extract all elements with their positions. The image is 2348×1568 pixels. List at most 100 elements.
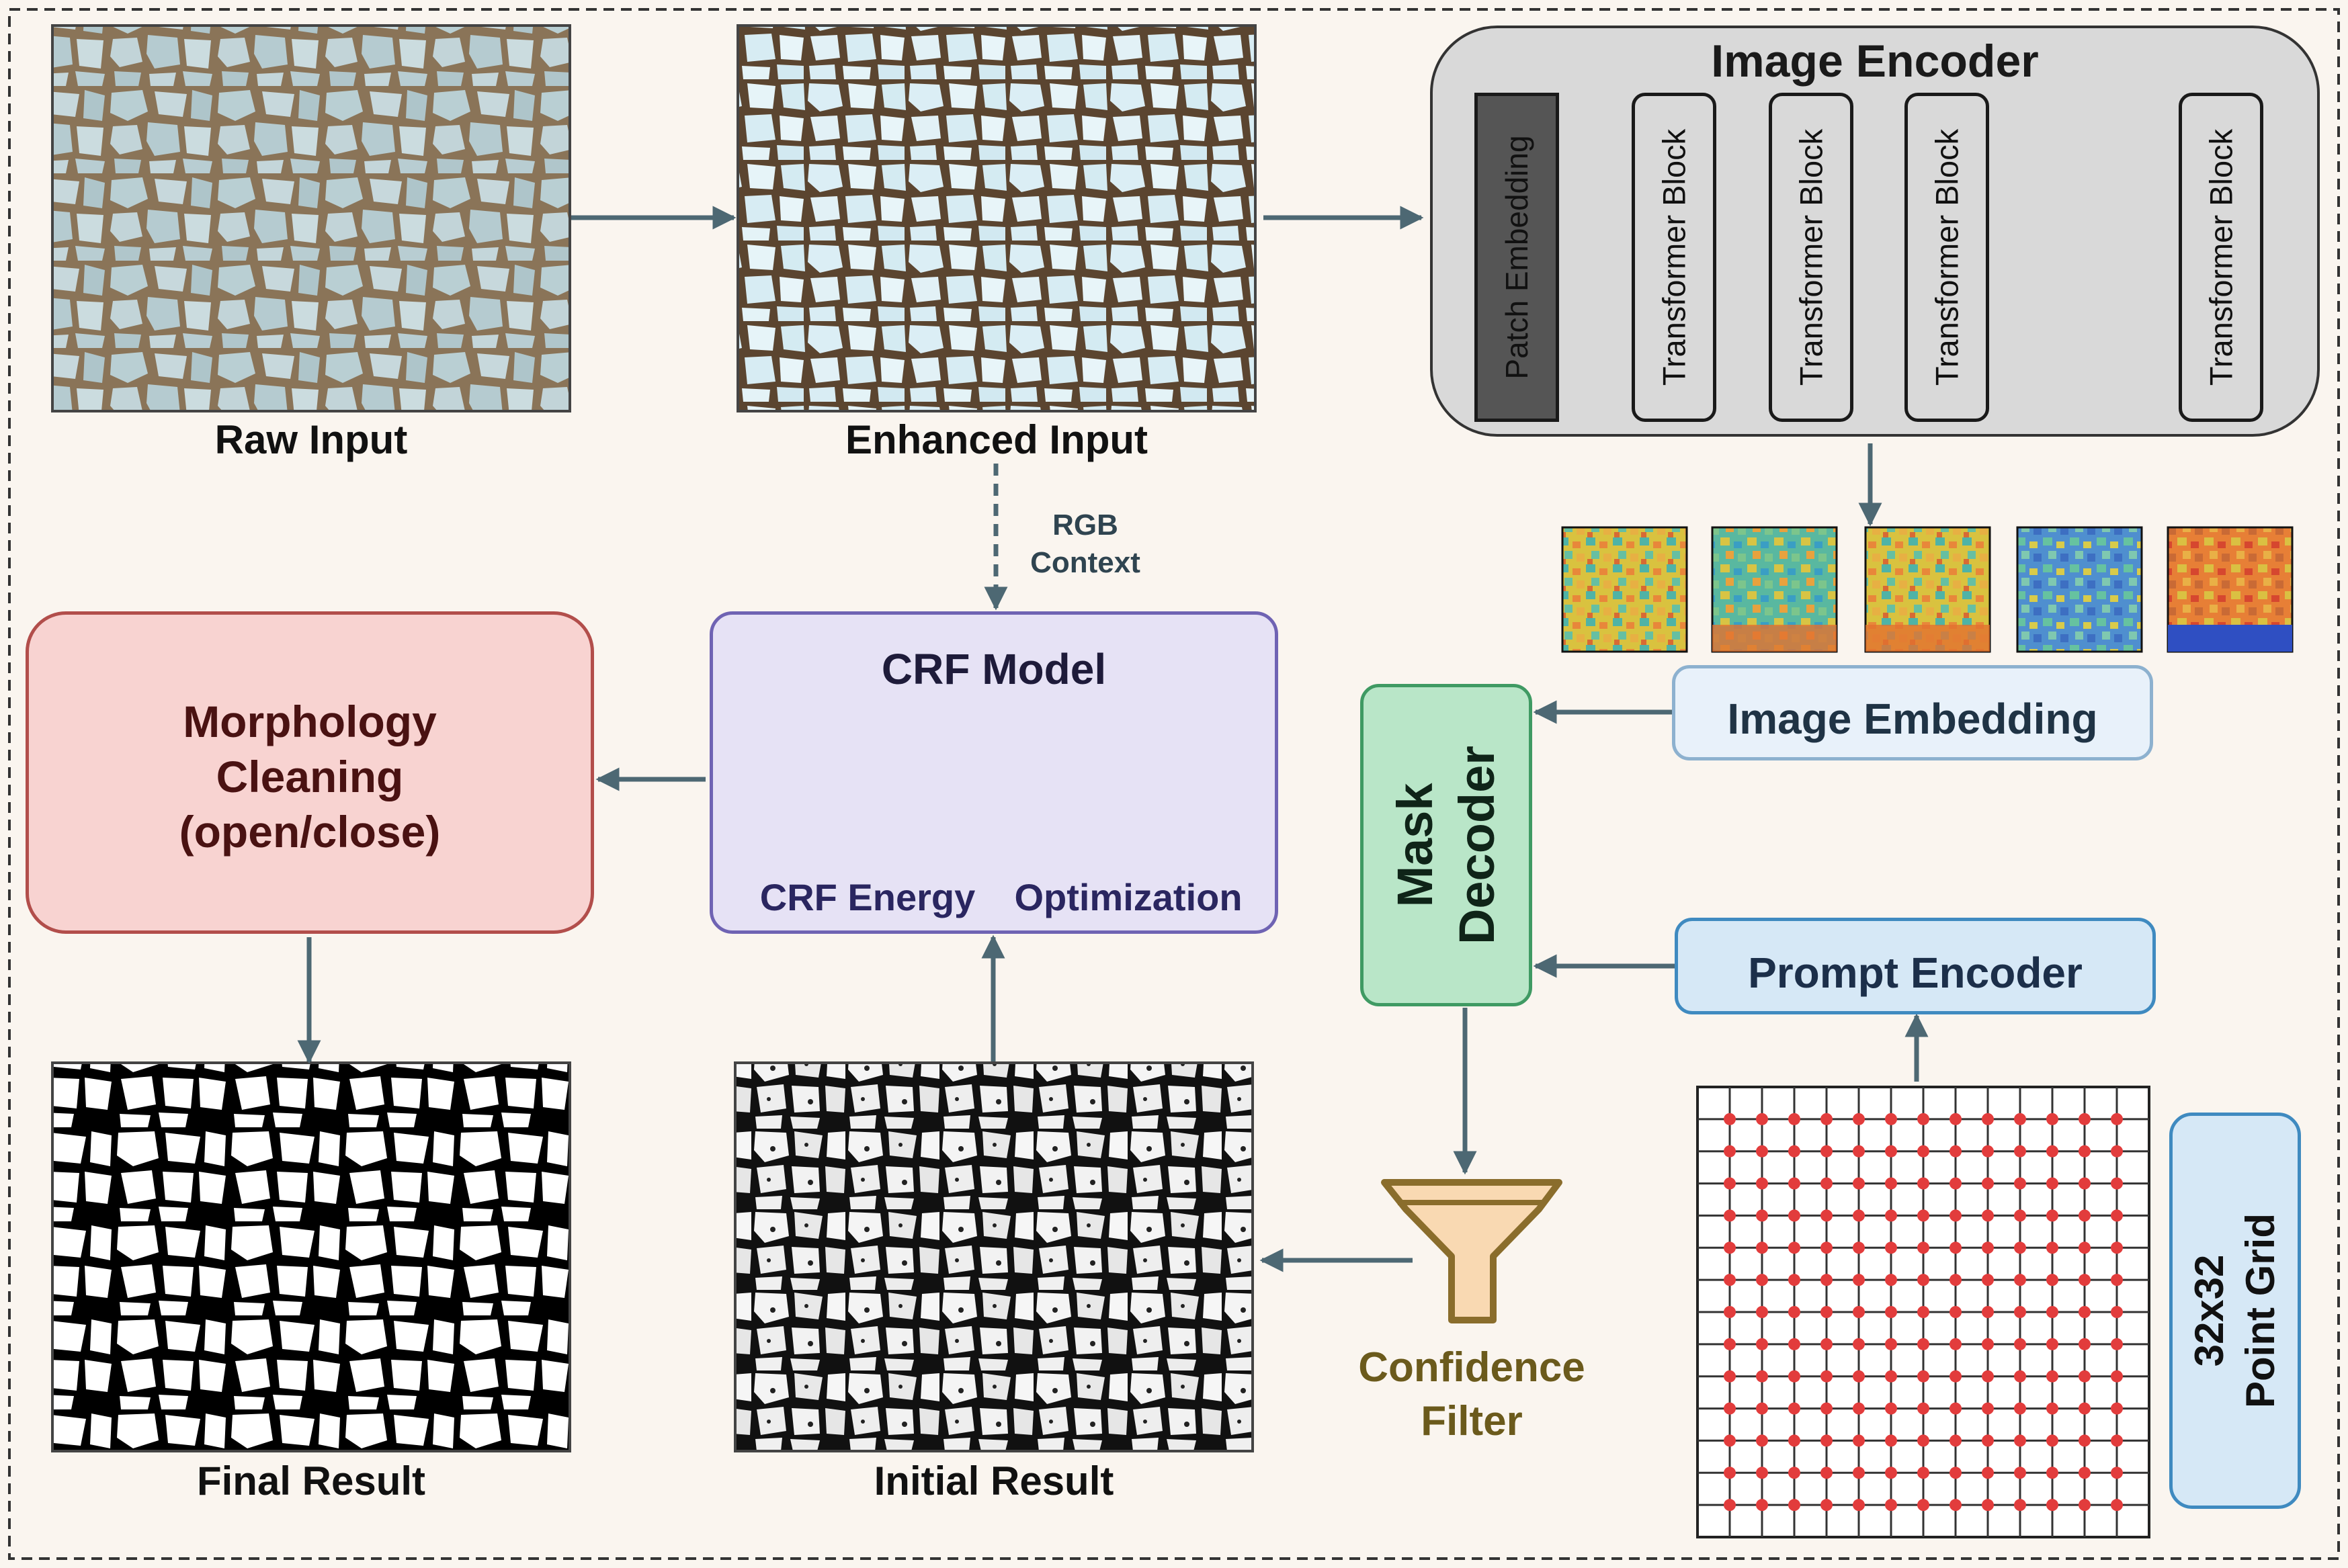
grid-sample-point xyxy=(2014,1177,2026,1190)
grid-sample-point xyxy=(1788,1209,1800,1222)
grid-sample-point xyxy=(1788,1402,1800,1415)
grid-sample-point xyxy=(2014,1499,2026,1512)
grid-sample-point xyxy=(2014,1306,2026,1318)
feature-map-2-band xyxy=(1712,625,1837,652)
grid-sample-point xyxy=(1820,1499,1833,1512)
grid-sample-point xyxy=(2079,1177,2091,1190)
grid-sample-point xyxy=(1982,1242,1994,1254)
crf-model-box: CRF Model CRF Energy Optimization xyxy=(710,611,1278,934)
grid-sample-point xyxy=(2111,1113,2123,1125)
grid-sample-point xyxy=(2046,1113,2058,1125)
grid-sample-point xyxy=(2014,1113,2026,1125)
grid-sample-point xyxy=(1853,1467,1865,1479)
transformer-block-2: Transformer Block xyxy=(1769,93,1853,422)
grid-sample-point xyxy=(1917,1177,1929,1190)
grid-sample-point xyxy=(1820,1434,1833,1447)
grid-sample-point xyxy=(2079,1145,2091,1158)
feature-map-3-band xyxy=(1865,625,1990,652)
grid-sample-point xyxy=(2014,1434,2026,1447)
morphology-line2: Cleaning xyxy=(216,752,404,801)
mask-decoder-line2: Decoder xyxy=(1449,745,1505,945)
grid-sample-point xyxy=(2079,1209,2091,1222)
grid-sample-point xyxy=(1820,1177,1833,1190)
grid-sample-point xyxy=(1756,1306,1768,1318)
grid-sample-point xyxy=(1949,1434,1962,1447)
image-encoder-title: Image Encoder xyxy=(1711,36,2039,87)
grid-sample-point xyxy=(1756,1209,1768,1222)
grid-sample-point xyxy=(1788,1434,1800,1447)
final-result-image xyxy=(51,1061,571,1452)
grid-sample-point xyxy=(2079,1434,2091,1447)
morphology-cleaning-box: Morphology Cleaning (open/close) xyxy=(26,611,594,934)
grid-sample-point xyxy=(1724,1113,1736,1125)
grid-sample-point xyxy=(2111,1402,2123,1415)
grid-sample-point xyxy=(1917,1306,1929,1318)
enhanced-input-caption: Enhanced Input xyxy=(845,417,1148,462)
grid-sample-point xyxy=(1917,1370,1929,1383)
grid-sample-point xyxy=(1724,1209,1736,1222)
grid-sample-point xyxy=(1853,1306,1865,1318)
grid-sample-point xyxy=(1756,1113,1768,1125)
grid-sample-point xyxy=(1949,1177,1962,1190)
grid-sample-point xyxy=(1820,1274,1833,1287)
grid-sample-point xyxy=(1982,1209,1994,1222)
prompt-encoder-label: Prompt Encoder xyxy=(1748,949,2083,997)
grid-sample-point xyxy=(2079,1499,2091,1512)
grid-sample-point xyxy=(2111,1274,2123,1287)
grid-sample-point xyxy=(1756,1177,1768,1190)
grid-sample-point xyxy=(1917,1145,1929,1158)
grid-sample-point xyxy=(2079,1274,2091,1287)
grid-sample-point xyxy=(2111,1467,2123,1479)
grid-sample-point xyxy=(1949,1306,1962,1318)
grid-sample-point xyxy=(1949,1402,1962,1415)
grid-sample-point xyxy=(1917,1434,1929,1447)
grid-sample-point xyxy=(1982,1467,1994,1479)
grid-sample-point xyxy=(2046,1370,2058,1383)
grid-sample-point xyxy=(2014,1467,2026,1479)
point-grid-label-box: 32x32 Point Grid xyxy=(2169,1113,2301,1509)
initial-result-image xyxy=(734,1061,1254,1452)
grid-sample-point xyxy=(1917,1113,1929,1125)
grid-sample-point xyxy=(2014,1242,2026,1254)
grid-sample-point xyxy=(2079,1338,2091,1350)
grid-sample-point xyxy=(1885,1434,1897,1447)
grid-sample-point xyxy=(1853,1499,1865,1512)
grid-sample-point xyxy=(1788,1499,1800,1512)
initial-result-caption: Initial Result xyxy=(874,1458,1114,1504)
grid-sample-point xyxy=(1885,1209,1897,1222)
grid-sample-point xyxy=(2046,1145,2058,1158)
grid-sample-point xyxy=(2046,1402,2058,1415)
grid-sample-point xyxy=(1724,1370,1736,1383)
grid-sample-point xyxy=(1949,1145,1962,1158)
transformer-block-4-label: Transformer Block xyxy=(2203,128,2239,386)
grid-sample-point xyxy=(1788,1274,1800,1287)
transformer-block-1: Transformer Block xyxy=(1632,93,1716,422)
grid-sample-point xyxy=(1756,1434,1768,1447)
grid-sample-point xyxy=(1756,1467,1768,1479)
grid-sample-point xyxy=(1853,1177,1865,1190)
grid-sample-point xyxy=(1885,1467,1897,1479)
grid-sample-point xyxy=(1853,1242,1865,1254)
grid-sample-point xyxy=(1756,1370,1768,1383)
grid-sample-point xyxy=(2079,1402,2091,1415)
raw-input-caption: Raw Input xyxy=(214,417,408,462)
grid-sample-point xyxy=(1756,1274,1768,1287)
grid-sample-point xyxy=(2046,1434,2058,1447)
grid-sample-point xyxy=(1788,1242,1800,1254)
morphology-line3: (open/close) xyxy=(179,807,441,857)
transformer-block-4: Transformer Block xyxy=(2179,93,2263,422)
grid-sample-point xyxy=(1724,1145,1736,1158)
grid-sample-point xyxy=(1853,1274,1865,1287)
point-grid-line1: 32x32 xyxy=(2187,1254,2232,1367)
patch-embedding-label: Patch Embedding xyxy=(1499,135,1534,380)
grid-sample-point xyxy=(1853,1402,1865,1415)
image-encoder-box: Image Encoder xyxy=(1430,26,2320,437)
feature-map-5-band xyxy=(2168,625,2292,652)
grid-sample-point xyxy=(2046,1177,2058,1190)
grid-sample-point xyxy=(1756,1402,1768,1415)
grid-sample-point xyxy=(1949,1242,1962,1254)
grid-sample-point xyxy=(1885,1370,1897,1383)
grid-sample-point xyxy=(2111,1370,2123,1383)
grid-sample-point xyxy=(2014,1370,2026,1383)
optimization-label: Optimization xyxy=(1014,876,1243,918)
